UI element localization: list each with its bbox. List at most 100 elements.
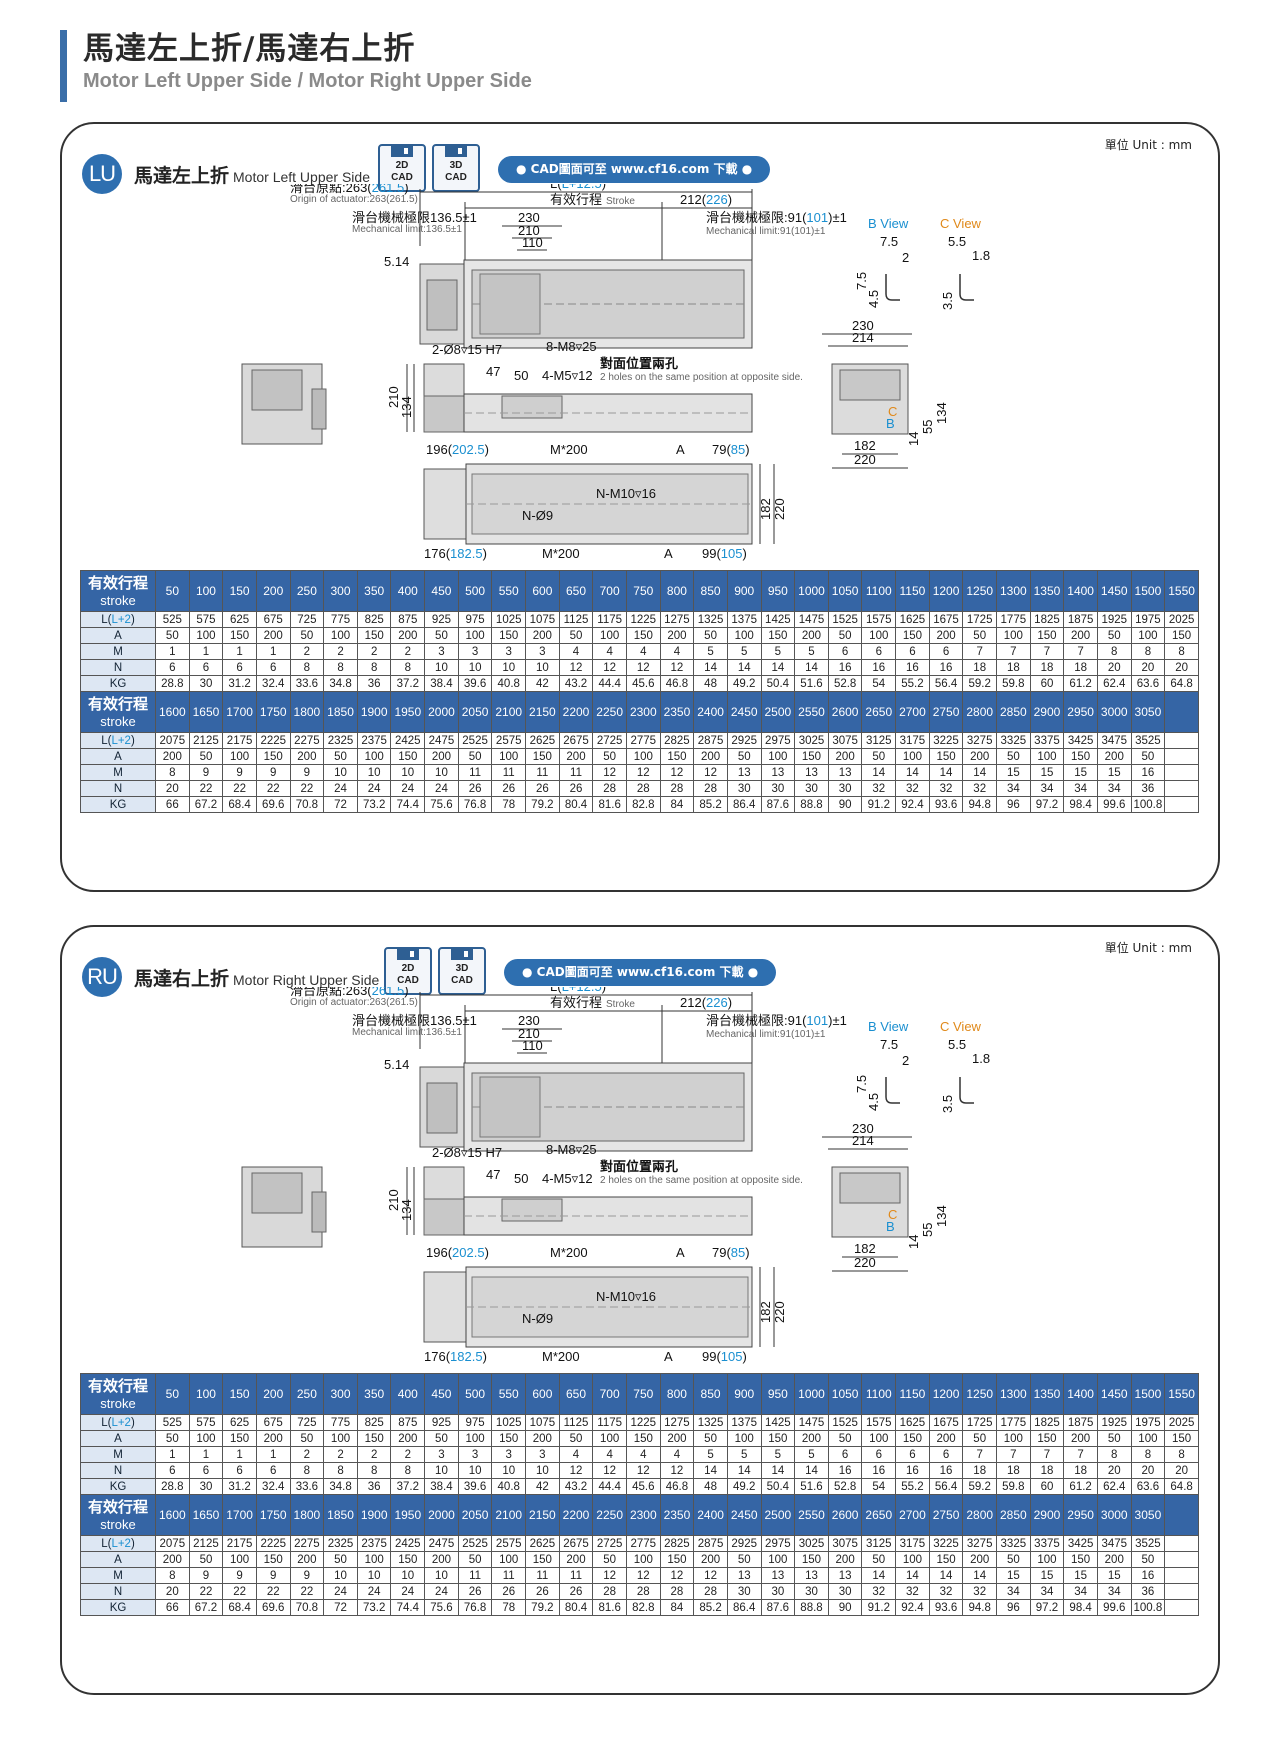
table-cell: 12 <box>592 764 627 781</box>
table-cell: 91.2 <box>861 1599 897 1616</box>
table-cell: 9 <box>188 1567 224 1584</box>
table-cell: 1125 <box>558 611 594 628</box>
table-cell: 18 <box>1063 659 1098 676</box>
table-cell: 200 <box>558 748 594 765</box>
stroke-value: 1900 <box>356 691 392 733</box>
table-cell: 10 <box>356 764 392 781</box>
table-cell: 3375 <box>1029 1535 1065 1552</box>
table-cell: 100 <box>861 627 897 644</box>
dim-m200-bottom: M*200 <box>542 1349 580 1364</box>
table-cell: 200 <box>693 1551 728 1568</box>
table-cell: 72 <box>323 1599 358 1616</box>
cad-download-link[interactable]: ● CAD圖面可至 www.cf16.com 下載 ● <box>498 156 771 183</box>
table-cell: 32.4 <box>255 1478 291 1495</box>
stroke-value: 1250 <box>962 570 998 612</box>
hole-spec-2: 8-M8▿25 <box>546 1142 597 1157</box>
table-cell: 91.2 <box>861 796 897 813</box>
top-view <box>419 259 753 349</box>
stroke-value: 1150 <box>895 570 930 612</box>
table-cell: 37.2 <box>390 1478 426 1495</box>
table-cell: 5 <box>726 643 762 660</box>
table-cell: 3 <box>424 643 459 660</box>
table-cell: 1 <box>188 1446 224 1463</box>
table-cell: 32 <box>928 1583 964 1600</box>
table-cell: 14 <box>962 764 998 781</box>
table-cell: 28 <box>659 780 695 797</box>
table-cell: 2 <box>356 1446 392 1463</box>
model-badge: RU <box>82 957 122 997</box>
table-cell: 100 <box>726 1430 762 1447</box>
table-cell: 100 <box>625 748 661 765</box>
table-cell: 3 <box>491 1446 527 1463</box>
cad-download-link[interactable]: ● CAD圖面可至 www.cf16.com 下載 ● <box>504 959 777 986</box>
table-cell: 13 <box>827 1567 863 1584</box>
table-cell: 10 <box>424 764 459 781</box>
stroke-value: 1650 <box>188 691 224 733</box>
table-cell: 3 <box>525 1446 560 1463</box>
table-cell: 3275 <box>962 732 998 749</box>
table-cell: 24 <box>424 1583 459 1600</box>
table-cell: 5 <box>794 643 829 660</box>
b-dim-7-5-v: 7.5 <box>854 272 869 290</box>
table-cell: 100 <box>996 1430 1031 1447</box>
page-subtitle: Motor Left Upper Side / Motor Right Uppe… <box>83 70 532 92</box>
technical-drawing: 滑台原點:263(261.5) Origin of actuator:263(2… <box>241 987 990 1364</box>
table-cell: 10 <box>424 1462 459 1479</box>
table-cell: 200 <box>390 1430 426 1447</box>
stroke-value: 2100 <box>491 691 527 733</box>
stroke-value: 1200 <box>928 570 964 612</box>
table-cell: 34 <box>996 780 1031 797</box>
table-cell: 150 <box>525 1551 560 1568</box>
table-cell: 36 <box>1130 1583 1166 1600</box>
table-cell: 10 <box>356 1567 392 1584</box>
table-cell: 12 <box>659 659 695 676</box>
table-cell: 10 <box>323 1567 358 1584</box>
table-cell: 12 <box>659 1462 695 1479</box>
table-cell: 200 <box>693 748 728 765</box>
table-cell: 49.2 <box>726 1478 762 1495</box>
table-cell: 200 <box>155 748 190 765</box>
table-cell: 7 <box>996 643 1031 660</box>
table-cell: 100 <box>996 627 1031 644</box>
stroke-value: 300 <box>323 1373 358 1415</box>
table-cell: 1825 <box>1029 1414 1065 1431</box>
table-cell: 1425 <box>760 611 796 628</box>
top-view <box>419 1062 753 1152</box>
table-cell: 42 <box>525 1478 560 1495</box>
table-cell: 11 <box>491 764 527 781</box>
table-cell: 18 <box>1029 1462 1065 1479</box>
stroke-value: 1350 <box>1029 1373 1065 1415</box>
stroke-value: 100 <box>188 570 224 612</box>
table-cell: 24 <box>390 780 426 797</box>
table-cell: 11 <box>491 1567 527 1584</box>
table-cell: 50 <box>457 1551 493 1568</box>
table-cell: 150 <box>928 748 964 765</box>
table-cell: 12 <box>592 1462 627 1479</box>
table-cell: 10 <box>323 764 358 781</box>
end-dim-134: 134 <box>934 402 949 424</box>
table-cell: 1 <box>188 643 224 660</box>
table-cell: 100 <box>861 1430 897 1447</box>
stroke-value: 2300 <box>625 691 661 733</box>
table-cell: 100 <box>323 1430 358 1447</box>
table-cell: 875 <box>390 1414 426 1431</box>
stroke-value: 1100 <box>861 570 897 612</box>
table-cell: 3475 <box>1096 732 1132 749</box>
table-cell: 1825 <box>1029 611 1065 628</box>
table-cell: 13 <box>794 764 829 781</box>
table-cell: 73.2 <box>356 1599 392 1616</box>
dim-210: 210 <box>518 1026 540 1041</box>
stroke-value: 2200 <box>558 691 594 733</box>
table-cell: 86.4 <box>726 1599 762 1616</box>
